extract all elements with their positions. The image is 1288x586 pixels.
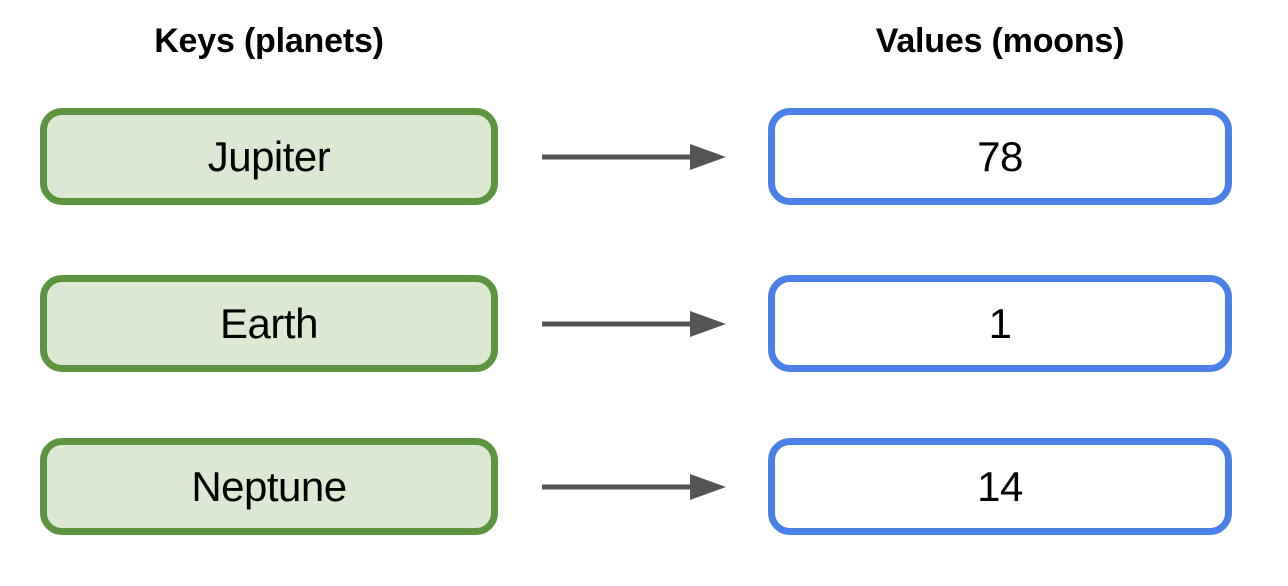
key-label: Jupiter: [207, 132, 331, 180]
value-label: 78: [977, 132, 1023, 180]
arrow-right-icon: [540, 305, 730, 343]
key-label: Earth: [220, 299, 318, 347]
value-box-earth[interactable]: 1: [768, 275, 1232, 372]
key-box-jupiter[interactable]: Jupiter: [40, 108, 498, 205]
values-column-header: Values (moons): [875, 22, 1125, 60]
value-box-jupiter[interactable]: 78: [768, 108, 1232, 205]
key-label: Neptune: [191, 462, 347, 510]
arrow-right-icon: [540, 468, 730, 506]
value-box-neptune[interactable]: 14: [768, 438, 1232, 535]
value-label: 1: [988, 299, 1012, 347]
key-box-neptune[interactable]: Neptune: [40, 438, 498, 535]
mapping-row: Jupiter 78: [0, 108, 1288, 205]
mapping-row: Earth 1: [0, 275, 1288, 372]
keys-column-header: Keys (planets): [154, 22, 384, 60]
value-label: 14: [977, 462, 1023, 510]
mapping-row: Neptune 14: [0, 438, 1288, 535]
key-box-earth[interactable]: Earth: [40, 275, 498, 372]
arrow-right-icon: [540, 138, 730, 176]
